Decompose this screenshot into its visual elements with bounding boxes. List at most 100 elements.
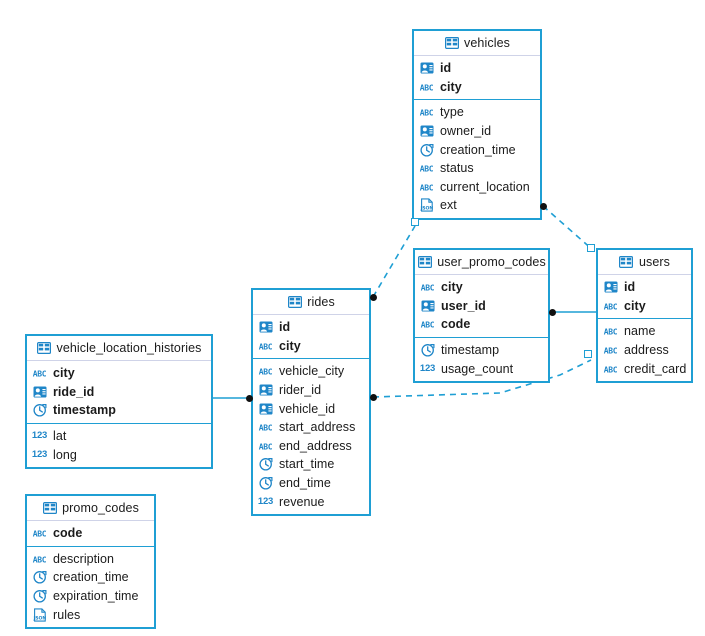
column-name: revenue xyxy=(279,494,325,509)
svg-text:ABC: ABC xyxy=(259,368,273,377)
abc-icon: ABC xyxy=(419,179,434,194)
table-icon xyxy=(417,255,432,270)
table-icon xyxy=(42,501,57,516)
table-header-vehicles[interactable]: vehicles xyxy=(414,31,540,56)
id-badge-icon xyxy=(419,61,434,76)
column-row-id[interactable]: id xyxy=(414,59,540,78)
column-name: creation_time xyxy=(440,142,516,157)
relationship-line-rel-rides-vehicles[interactable] xyxy=(372,225,416,298)
column-name: creation_time xyxy=(53,570,129,585)
relationship-endpoint-dot xyxy=(548,308,556,316)
column-row-id[interactable]: id xyxy=(598,278,691,297)
column-row-vehicle_city[interactable]: ABC vehicle_city xyxy=(253,362,369,381)
column-row-timestamp[interactable]: timestamp xyxy=(27,401,211,420)
column-row-creation_time[interactable]: creation_time xyxy=(414,140,540,159)
svg-text:JSON: JSON xyxy=(33,615,46,621)
clock-icon xyxy=(32,403,47,418)
column-row-timestamp[interactable]: timestamp xyxy=(415,341,548,360)
svg-text:ABC: ABC xyxy=(33,555,47,564)
column-name: credit_card xyxy=(624,361,687,376)
abc-icon: ABC xyxy=(603,343,618,358)
table-header-user_promo_codes[interactable]: user_promo_codes xyxy=(415,250,548,275)
svg-text:ABC: ABC xyxy=(420,165,434,174)
abc-icon: ABC xyxy=(603,361,618,376)
clock-icon xyxy=(32,570,47,585)
column-row-rider_id[interactable]: rider_id xyxy=(253,381,369,400)
svg-text:JSON: JSON xyxy=(420,206,433,212)
table-header-vehicle_location_histories[interactable]: vehicle_location_histories xyxy=(27,336,211,361)
table-icon xyxy=(36,341,51,356)
column-row-ext[interactable]: JSON ext xyxy=(414,196,540,215)
table-header-users[interactable]: users xyxy=(598,250,691,275)
column-row-creation_time[interactable]: creation_time xyxy=(27,568,154,587)
table-icon xyxy=(444,36,459,51)
svg-text:ABC: ABC xyxy=(33,530,47,539)
column-name: vehicle_city xyxy=(279,364,345,379)
column-name: city xyxy=(53,366,75,381)
column-name: current_location xyxy=(440,179,530,194)
column-row-current_location[interactable]: ABC current_location xyxy=(414,178,540,197)
column-row-ride_id[interactable]: ride_id xyxy=(27,383,211,402)
table-header-promo_codes[interactable]: promo_codes xyxy=(27,496,154,521)
column-row-start_time[interactable]: start_time xyxy=(253,455,369,474)
clock-icon xyxy=(32,589,47,604)
clock-icon xyxy=(258,457,273,472)
column-row-end_time[interactable]: end_time xyxy=(253,474,369,493)
relationship-endpoint-dot xyxy=(539,202,547,210)
table-icon xyxy=(287,295,302,310)
column-row-user_id[interactable]: user_id xyxy=(415,297,548,316)
column-name: expiration_time xyxy=(53,589,139,604)
column-row-vehicle_id[interactable]: vehicle_id xyxy=(253,399,369,418)
123-icon: 123 xyxy=(31,448,48,460)
abc-icon: ABC xyxy=(419,79,434,94)
abc-icon: ABC xyxy=(32,526,47,541)
abc-icon: ABC xyxy=(419,161,434,176)
table-header-rides[interactable]: rides xyxy=(253,290,369,315)
id-badge-icon xyxy=(603,280,618,295)
column-name: rules xyxy=(53,607,81,622)
column-row-credit_card[interactable]: ABC credit_card xyxy=(598,359,691,378)
column-name: end_address xyxy=(279,438,352,453)
column-name: lat xyxy=(53,429,67,444)
column-row-id[interactable]: id xyxy=(253,318,369,337)
column-row-rules[interactable]: JSON rules xyxy=(27,605,154,624)
column-row-owner_id[interactable]: owner_id xyxy=(414,122,540,141)
column-name: ext xyxy=(440,198,457,213)
table-title: vehicles xyxy=(464,36,510,50)
table-title: user_promo_codes xyxy=(437,255,546,269)
column-row-expiration_time[interactable]: expiration_time xyxy=(27,587,154,606)
clock-icon xyxy=(420,343,435,358)
id-badge-icon xyxy=(258,401,273,416)
column-name: start_time xyxy=(279,457,335,472)
